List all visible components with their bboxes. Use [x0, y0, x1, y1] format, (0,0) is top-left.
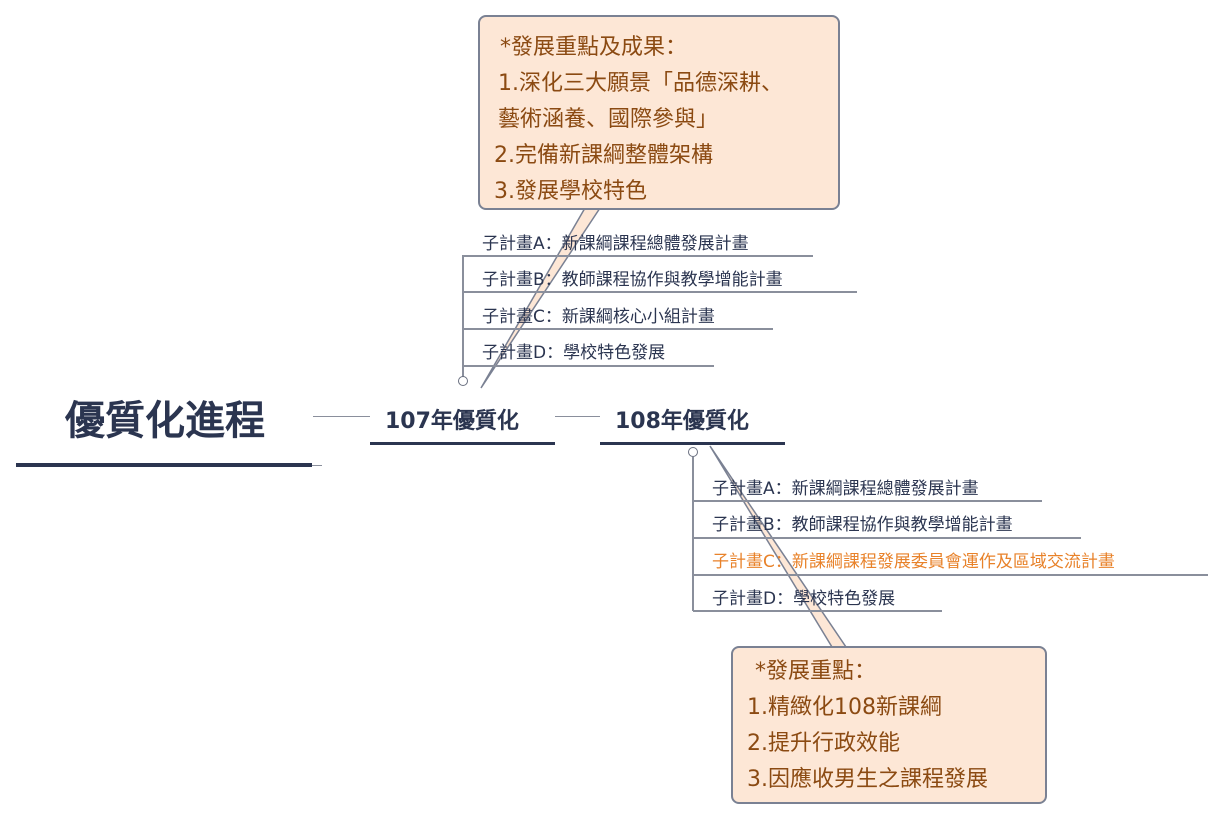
collapse-toggle-108[interactable] — [688, 447, 698, 457]
callout-108-line: *發展重點： — [755, 659, 877, 684]
callout-107-line: 1.深化三大願景「品德深耕、 — [498, 71, 783, 96]
topic-107-underline — [370, 442, 555, 445]
topic-108[interactable]: 108年優質化 — [615, 409, 749, 434]
callout-107[interactable]: *發展重點及成果： 1.深化三大願景「品德深耕、 藝術涵養、國際參與」 2.完備… — [478, 15, 840, 210]
subplan-underline — [463, 328, 773, 330]
callout-108-line: 1.精緻化108新課綱 — [747, 695, 942, 720]
callout-108-line: 3.因應收男生之課程發展 — [747, 767, 988, 792]
callout-107-line: *發展重點及成果： — [500, 35, 688, 60]
root-tick — [312, 465, 322, 466]
callout-107-line: 2.完備新課綱整體架構 — [494, 143, 713, 168]
subplan-108-c[interactable]: 子計畫C：新課綱課程發展委員會運作及區域交流計畫 — [712, 552, 1115, 572]
subplan-107-d[interactable]: 子計畫D：學校特色發展 — [482, 343, 666, 363]
branch-line-108 — [692, 457, 694, 611]
subplan-underline — [693, 574, 1208, 576]
subplan-107-c[interactable]: 子計畫C：新課綱核心小組計畫 — [482, 307, 715, 327]
subplan-underline — [693, 610, 942, 612]
collapse-toggle-107[interactable] — [458, 376, 468, 386]
subplan-underline — [693, 537, 1081, 539]
connector-root-107 — [313, 416, 370, 417]
callout-107-line: 3.發展學校特色 — [494, 179, 647, 204]
subplan-underline — [693, 500, 1042, 502]
callout-108[interactable]: *發展重點： 1.精緻化108新課綱 2.提升行政效能 3.因應收男生之課程發展 — [731, 646, 1047, 804]
subplan-108-a[interactable]: 子計畫A：新課綱課程總體發展計畫 — [712, 479, 979, 499]
callout-108-line: 2.提升行政效能 — [747, 731, 900, 756]
topic-107[interactable]: 107年優質化 — [385, 409, 519, 434]
topic-108-underline — [600, 442, 785, 445]
root-underline — [16, 463, 312, 467]
subplan-108-b[interactable]: 子計畫B：教師課程協作與教學增能計畫 — [712, 515, 1013, 535]
callout-107-line: 藝術涵養、國際參與」 — [498, 107, 719, 132]
subplan-107-a[interactable]: 子計畫A：新課綱課程總體發展計畫 — [482, 234, 749, 254]
connector-107-108 — [555, 416, 600, 417]
subplan-underline — [463, 365, 714, 367]
subplan-underline — [463, 255, 813, 257]
branch-line-107 — [462, 255, 464, 377]
root-topic[interactable]: 優質化進程 — [65, 398, 265, 444]
subplan-underline — [463, 291, 857, 293]
subplan-108-d[interactable]: 子計畫D：學校特色發展 — [712, 589, 896, 609]
subplan-107-b[interactable]: 子計畫B：教師課程協作與教學增能計畫 — [482, 270, 783, 290]
